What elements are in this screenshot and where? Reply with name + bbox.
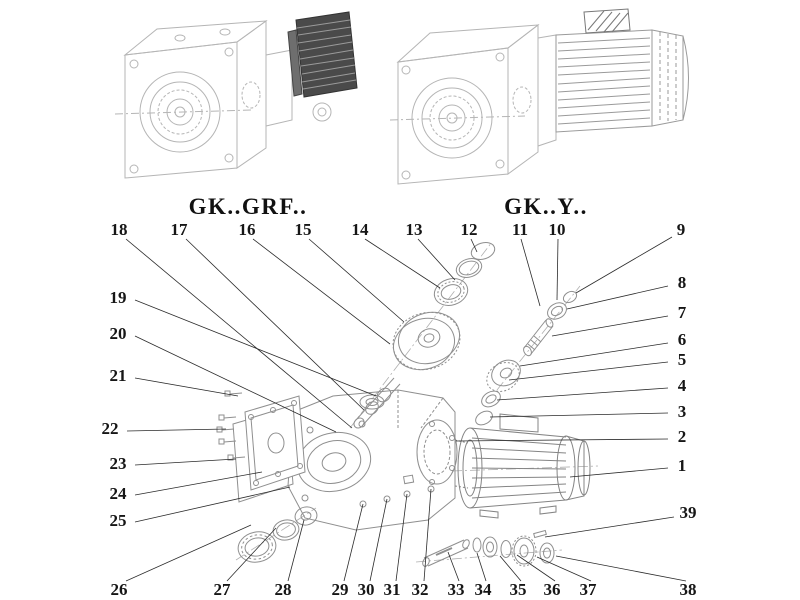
callout-22: 22 <box>101 419 119 438</box>
callout-10: 10 <box>548 220 566 239</box>
gk-y-assembly-drawing <box>389 23 557 185</box>
callout-36: 36 <box>543 580 561 599</box>
callout-16: 16 <box>238 220 256 239</box>
callout-27: 27 <box>213 580 231 599</box>
callout-38: 38 <box>679 580 697 599</box>
callout-24: 24 <box>109 484 127 503</box>
callout-11: 11 <box>511 220 529 239</box>
gk-grf-assembly-drawing <box>114 20 332 179</box>
callout-4: 4 <box>677 376 687 395</box>
callout-8: 8 <box>677 273 687 292</box>
callout-20: 20 <box>109 324 127 343</box>
callout-2: 2 <box>677 427 687 446</box>
callout-3: 3 <box>677 402 687 421</box>
callout-5: 5 <box>677 350 687 369</box>
output-shaft-parts <box>422 529 555 567</box>
gk-grf-fin-cover <box>287 11 358 98</box>
variant-label-gky: GK..Y.. <box>504 194 588 219</box>
callout-13: 13 <box>405 220 423 239</box>
callout-23: 23 <box>109 454 127 473</box>
housing-part <box>287 389 458 531</box>
cover-plate-parts <box>216 390 306 503</box>
callout-30: 30 <box>357 580 375 599</box>
callout-34: 34 <box>474 580 492 599</box>
callout-15: 15 <box>294 220 312 239</box>
callout-35: 35 <box>509 580 527 599</box>
callout-14: 14 <box>351 220 369 239</box>
callout-28: 28 <box>274 580 292 599</box>
callout-7: 7 <box>677 303 687 322</box>
callout-9: 9 <box>676 220 686 239</box>
callout-37: 37 <box>579 580 597 599</box>
input-pinion-parts <box>475 290 578 426</box>
callout-19: 19 <box>109 288 127 307</box>
callout-26: 26 <box>110 580 128 599</box>
callout-33: 33 <box>447 580 465 599</box>
callout-12: 12 <box>460 220 478 239</box>
output-gear-shaft-parts <box>353 242 496 429</box>
callout-32: 32 <box>411 580 429 599</box>
motor-part <box>454 413 591 519</box>
callout-25: 25 <box>109 511 127 530</box>
callout-21: 21 <box>109 366 127 385</box>
gk-y-motor-drawing <box>555 8 689 133</box>
variant-label-gkgrf: GK..GRF.. <box>188 194 308 219</box>
callout-1: 1 <box>677 456 687 475</box>
leader-lines <box>125 236 687 582</box>
callout-39: 39 <box>679 503 697 522</box>
lower-bearing-parts <box>237 506 318 563</box>
callout-29: 29 <box>331 580 349 599</box>
callout-17: 17 <box>170 220 188 239</box>
callout-6: 6 <box>677 330 687 349</box>
callout-18: 18 <box>110 220 128 239</box>
callout-31: 31 <box>383 580 401 599</box>
